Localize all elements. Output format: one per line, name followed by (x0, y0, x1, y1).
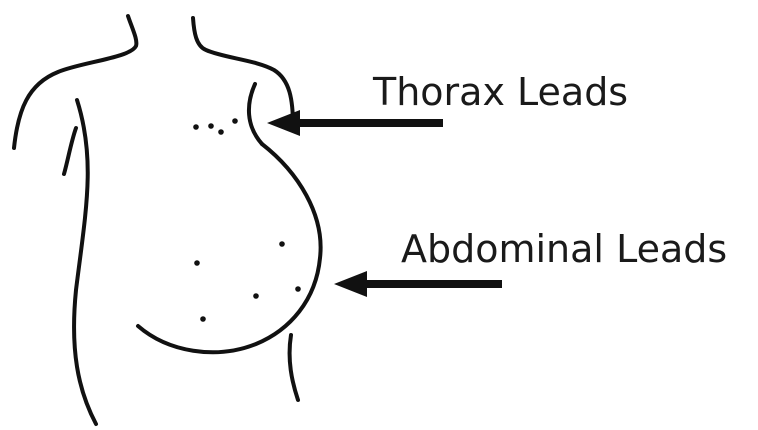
abdominal-lead-dot (194, 260, 200, 266)
neck-right-line (193, 18, 293, 126)
thorax-lead-dot (232, 118, 238, 124)
left-arm-line (64, 128, 76, 174)
abdominal-lead-dot (295, 286, 301, 292)
left-torso-line (74, 100, 96, 424)
arrow-left-icon (334, 271, 367, 297)
abdominal-lead-dot (200, 316, 206, 322)
abdominal-lead-dot (279, 241, 285, 247)
abdominal-leads-label: Abdominal Leads (401, 230, 727, 268)
abdominal-lead-dot (253, 293, 259, 299)
belly-contour-line (138, 144, 321, 352)
abdominal-arrow (334, 271, 502, 297)
thorax-lead-dot (208, 123, 214, 129)
breast-contour-line (249, 84, 262, 144)
arrow-left-icon (267, 110, 300, 136)
thorax-leads-group (193, 118, 238, 135)
thorax-lead-dot (218, 129, 224, 135)
abdominal-leads-group (194, 241, 301, 322)
hip-line (290, 335, 298, 400)
thorax-leads-label: Thorax Leads (373, 73, 628, 111)
thorax-lead-dot (193, 124, 199, 130)
